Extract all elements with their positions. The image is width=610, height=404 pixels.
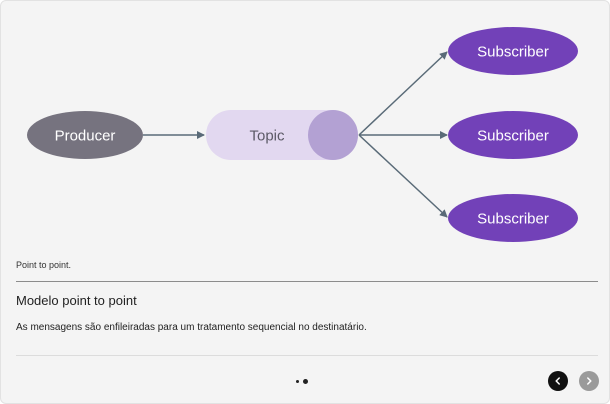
subscriber-ellipse: [448, 27, 578, 75]
subscriber-node: Subscriber: [448, 111, 578, 159]
subscriber-node: Subscriber: [448, 194, 578, 242]
figure-caption: Point to point.: [16, 260, 72, 270]
previous-button[interactable]: [548, 371, 568, 391]
topic-label: Topic: [249, 128, 285, 145]
subscriber-label: Subscriber: [477, 44, 549, 61]
subscriber-ellipse: [448, 194, 578, 242]
producer-ellipse: [27, 111, 143, 159]
producer-node: Producer: [27, 111, 143, 159]
chevron-right-icon: [587, 377, 592, 385]
subscriber-label: Subscriber: [477, 128, 549, 145]
slide-title: Modelo point to point: [16, 293, 137, 308]
point-to-point-diagram: Producer Topic Subscriber Subscriber Sub…: [1, 1, 609, 257]
pagination-dots: [296, 377, 308, 385]
subscriber-label: Subscriber: [477, 211, 549, 228]
caption-divider: [16, 281, 598, 282]
diagram-svg: Producer Topic Subscriber Subscriber Sub…: [27, 27, 578, 242]
producer-label: Producer: [55, 128, 116, 145]
arrow-topic-to-subscriber-3: [358, 134, 448, 218]
topic-node: Topic: [206, 110, 358, 160]
arrow-topic-to-subscriber-1: [358, 51, 448, 136]
next-button[interactable]: [579, 371, 599, 391]
subscriber-node: Subscriber: [448, 27, 578, 75]
chevron-left-icon: [555, 377, 560, 385]
slide-description: As mensagens são enfileiradas para um tr…: [16, 322, 367, 333]
subscriber-ellipse: [448, 111, 578, 159]
pagination-dot[interactable]: [296, 379, 299, 383]
footer-divider: [16, 355, 598, 356]
pagination-dot-active[interactable]: [303, 378, 308, 384]
topic-cylinder-cap: [308, 110, 358, 160]
